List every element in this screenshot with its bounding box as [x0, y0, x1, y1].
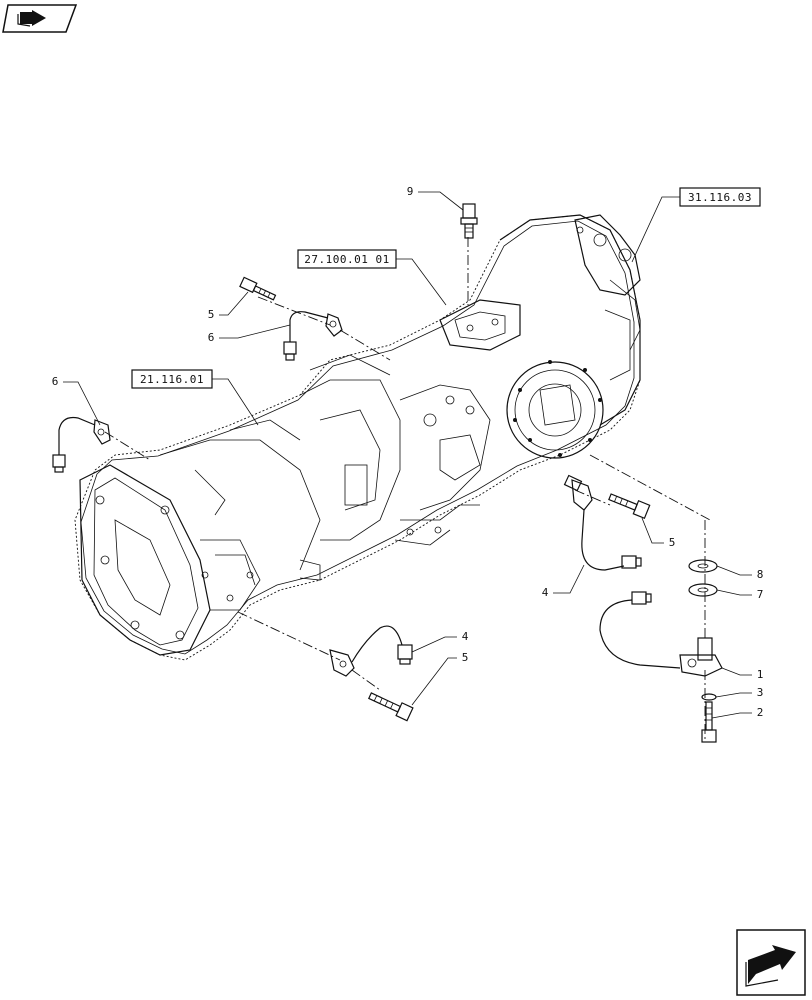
svg-text:6: 6 [52, 375, 59, 388]
part-5-bolt-bottom [367, 692, 414, 722]
svg-text:31.116.03: 31.116.03 [688, 191, 752, 204]
svg-text:6: 6 [208, 331, 215, 344]
part-6-sensor-top [283, 311, 343, 361]
part-2-bolt [701, 701, 717, 743]
callout-7: 7 [716, 588, 764, 601]
reference-box-31-116-03[interactable]: 31.116.03 [631, 187, 761, 263]
part-1-speed-sensor [599, 591, 723, 677]
svg-text:2: 2 [757, 706, 764, 719]
svg-text:8: 8 [757, 568, 764, 581]
svg-text:5: 5 [208, 308, 215, 321]
svg-text:4: 4 [542, 586, 549, 599]
book-arrow-icon[interactable] [2, 4, 78, 33]
part-9-plug [460, 203, 478, 239]
transmission-housing [74, 214, 641, 661]
callout-5-right: 5 [641, 517, 676, 549]
callout-4-bottom: 4 [411, 630, 469, 653]
svg-text:27.100.01 01: 27.100.01 01 [304, 253, 389, 266]
part-5-bolt-right [608, 493, 651, 520]
svg-text:9: 9 [407, 185, 414, 198]
next-page-arrow-icon[interactable] [736, 929, 806, 996]
callout-5-top: 5 [208, 291, 249, 321]
callout-1: 1 [721, 667, 764, 681]
svg-text:5: 5 [462, 651, 469, 664]
svg-text:7: 7 [757, 588, 764, 601]
svg-text:5: 5 [669, 536, 676, 549]
svg-text:1: 1 [757, 668, 764, 681]
reference-box-27-100-01-01[interactable]: 27.100.01 01 [297, 249, 447, 306]
callout-9: 9 [407, 185, 464, 211]
callout-4-right: 4 [542, 564, 585, 599]
callout-2: 2 [711, 706, 764, 719]
part-4-sensor-right [563, 474, 642, 571]
callout-8: 8 [716, 565, 764, 581]
part-6-sensor-left [52, 416, 111, 473]
part-3-washer [701, 693, 717, 701]
part-4-sensor-bottom [329, 625, 413, 677]
part-5-bolt-top [239, 276, 277, 301]
callout-6-left: 6 [52, 375, 101, 426]
svg-text:3: 3 [757, 686, 764, 699]
callout-3: 3 [715, 686, 764, 699]
part-7-washer [688, 583, 718, 597]
part-8-washer [688, 559, 718, 573]
callout-5-bottom: 5 [411, 651, 469, 706]
callout-6-top: 6 [208, 324, 291, 344]
svg-text:4: 4 [462, 630, 469, 643]
assembly-axis-lines [104, 237, 711, 740]
reference-box-21-116-01[interactable]: 21.116.01 [131, 369, 259, 426]
svg-text:21.116.01: 21.116.01 [140, 373, 204, 386]
